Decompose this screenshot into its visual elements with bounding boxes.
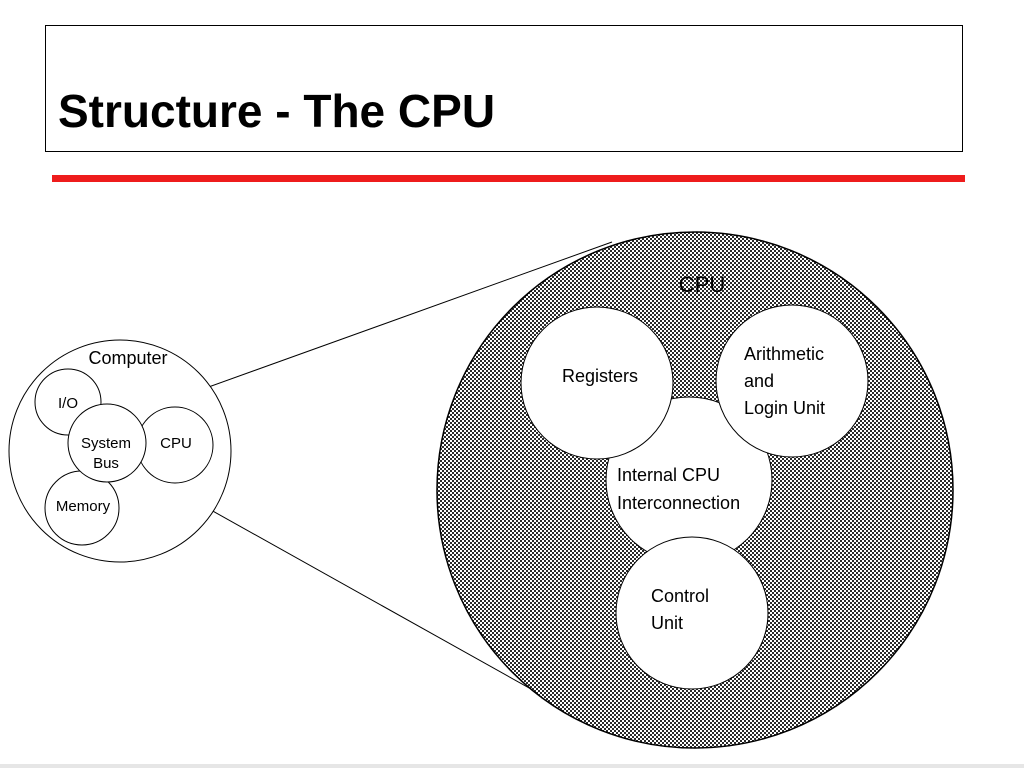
system-bus-circle [67, 403, 147, 483]
registers-label: Registers [562, 366, 638, 386]
computer-label: Computer [88, 348, 167, 368]
zoom-line-bottom [167, 485, 591, 723]
slide-title: Structure - The CPU [58, 85, 496, 137]
io-label: I/O [58, 395, 78, 412]
cpu-detail-label: CPU [679, 272, 725, 297]
alu-circle [715, 304, 869, 458]
control-unit-label-line1: Control [651, 586, 709, 606]
interconnection-label-line1: Internal CPU [617, 465, 720, 485]
title-underline [52, 175, 965, 182]
title-box: Structure - The CPU [45, 25, 963, 152]
system-bus-label-line2: Bus [93, 455, 119, 472]
registers-circle [520, 306, 674, 460]
alu-label-line1: Arithmetic [744, 344, 824, 364]
alu-label-line2: and [744, 371, 774, 391]
interconnection-label-line2: Interconnection [617, 493, 740, 513]
alu-label-line3: Login Unit [744, 398, 825, 418]
memory-label: Memory [56, 498, 111, 515]
control-unit-circle [615, 536, 769, 690]
control-unit-label-line2: Unit [651, 613, 683, 633]
system-bus-label-line1: System [81, 435, 131, 452]
computer-cpu-label: CPU [160, 435, 192, 452]
footer-strip [0, 764, 1024, 768]
zoom-line-top [177, 241, 613, 399]
